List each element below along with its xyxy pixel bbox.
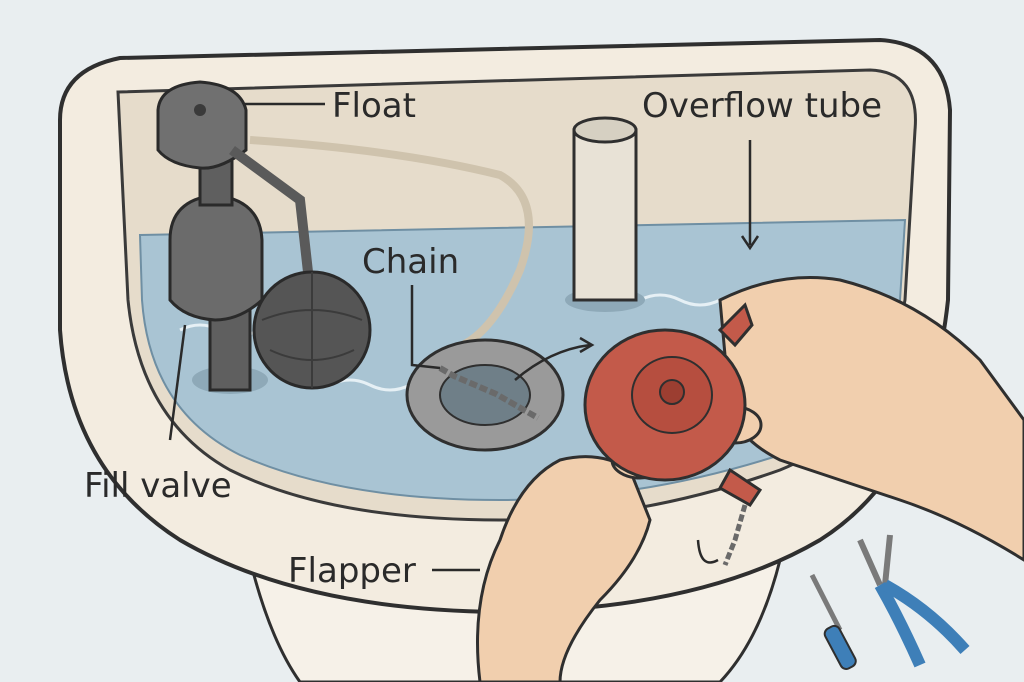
fill-valve [156,80,315,394]
float-ball [252,270,372,390]
refill-tube [249,136,533,354]
overflow-arrow-head [740,235,760,251]
right-hand [718,276,1024,562]
left-hand [476,455,652,682]
label-overflow-tube: Overflow tube [642,86,882,126]
flapper-chain-arrow [696,539,719,564]
flush-valve-seat [405,338,565,452]
wrench-pliers-icon [857,534,970,668]
label-flapper: Flapper [288,551,416,591]
overflow-tube [565,116,645,312]
flapper-chain [438,365,540,421]
label-float: Float [332,86,416,126]
fill-valve-leader [168,324,187,441]
label-chain: Chain [362,242,459,282]
label-fill-valve: Fill valve [84,466,232,506]
chain-leader [410,285,441,370]
flapper [583,302,763,566]
screwdriver-icon [809,573,857,670]
chain-curve-arrow [514,343,591,381]
chain-curve-arrow-head [579,336,595,354]
